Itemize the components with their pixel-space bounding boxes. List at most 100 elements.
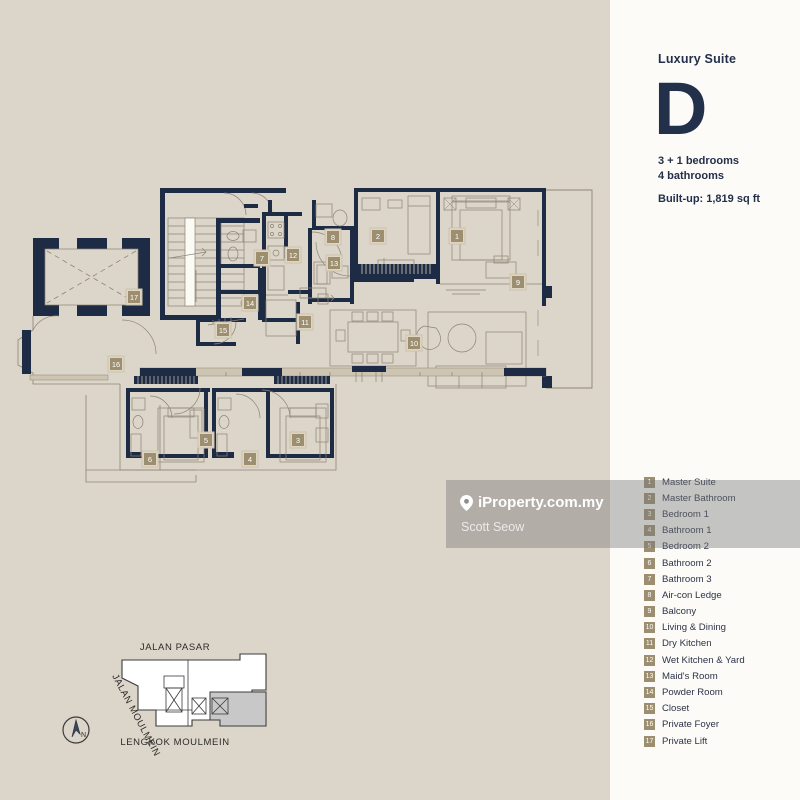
legend-label: Balcony [662, 606, 697, 618]
room-marker-number: 13 [330, 259, 338, 268]
room-marker: 16 [107, 355, 125, 373]
room-marker-number: 15 [219, 326, 227, 335]
watermark-agent: Scott Seow [461, 520, 525, 534]
room-marker: 10 [405, 334, 423, 352]
legend-item: 13 Maid's Room [644, 668, 794, 684]
room-bathroom-3 [216, 218, 260, 320]
bathrooms-text: 4 bathrooms [658, 170, 725, 182]
legend-item: 3 Bedroom 1 [644, 506, 794, 522]
street-label-bottom: LENGKOK MOULMEIN [120, 737, 229, 748]
legend-badge: 4 [644, 525, 655, 537]
legend-item: 16 Private Foyer [644, 717, 794, 733]
legend-label: Private Foyer [662, 719, 720, 731]
room-marker-number: 1 [455, 232, 459, 241]
room-marker-number: 12 [289, 251, 297, 260]
watermark-brand: iProperty.com.my [460, 494, 604, 511]
compass-label: N [81, 732, 86, 739]
room-powder-room [216, 268, 262, 320]
room-marker: 6 [141, 450, 159, 468]
legend-label: Master Bathroom [662, 492, 736, 504]
info-panel: Luxury Suite D 3 + 1 bedrooms 4 bathroom… [610, 0, 800, 800]
legend-badge: 6 [644, 557, 655, 569]
room-living-dining [329, 309, 527, 389]
legend-badge: 17 [644, 735, 655, 747]
room-private-foyer [17, 315, 157, 385]
site-key-map: JALAN PASAR LENGKOK MOULMEIN JALAN MOULM… [60, 630, 290, 760]
suite-specs: 3 + 1 bedrooms 4 bathrooms Built-up: 1,8… [658, 154, 760, 207]
legend-label: Air-con Ledge [662, 589, 722, 601]
room-marker-number: 16 [112, 360, 120, 369]
legend-badge: 12 [644, 654, 655, 666]
room-marker: 1 [448, 227, 466, 245]
legend-item: 8 Air-con Ledge [644, 587, 794, 603]
legend-badge: 2 [644, 492, 655, 504]
room-marker-number: 14 [246, 299, 254, 308]
room-marker: 17 [125, 288, 143, 306]
legend-label: Closet [662, 703, 690, 715]
room-marker: 13 [325, 254, 343, 272]
legend-item: 7 Bathroom 3 [644, 571, 794, 587]
room-bedroom-1 [261, 376, 334, 463]
legend-label: Dry Kitchen [662, 638, 712, 650]
room-marker: 4 [241, 450, 259, 468]
room-marker-number: 8 [331, 233, 335, 242]
suite-letter: D [654, 67, 708, 150]
builtup-text: Built-up: 1,819 sq ft [658, 193, 761, 205]
legend-badge: 14 [644, 687, 655, 699]
room-wet-kitchen-yard [262, 212, 308, 322]
legend-item: 2 Master Bathroom [644, 490, 794, 506]
room-marker: 7 [253, 249, 271, 267]
legend-label: Bedroom 1 [662, 508, 709, 520]
room-marker: 12 [284, 246, 302, 264]
room-marker: 2 [369, 227, 387, 245]
key-map-svg: JALAN PASAR LENGKOK MOULMEIN JALAN MOULM… [62, 642, 267, 758]
room-bedroom-2 [126, 376, 210, 463]
legend-badge: 3 [644, 508, 655, 520]
legend-label: Bathroom 3 [662, 573, 712, 585]
legend-badge: 16 [644, 719, 655, 731]
legend-badge: 13 [644, 670, 655, 682]
room-marker: 3 [289, 431, 307, 449]
room-marker-number: 3 [296, 436, 300, 445]
room-marker-number: 7 [260, 254, 264, 263]
legend-badge: 1 [644, 476, 655, 488]
legend-item: 10 Living & Dining [644, 620, 794, 636]
location-pin-icon [460, 494, 473, 511]
legend-badge: 7 [644, 573, 655, 585]
legend-badge: 15 [644, 703, 655, 715]
suite-label: Luxury Suite [658, 52, 737, 66]
legend-label: Private Lift [662, 735, 708, 747]
room-private-lift [33, 238, 150, 316]
watermark-brand-text: iProperty.com.my [478, 494, 604, 511]
room-marker-number: 4 [248, 455, 252, 464]
legend-item: 12 Wet Kitchen & Yard [644, 652, 794, 668]
room-marker-number: 17 [130, 293, 138, 302]
room-bathroom-2 [126, 395, 173, 458]
room-master-suite [436, 188, 546, 306]
highlighted-unit [209, 691, 267, 727]
room-marker: 14 [241, 294, 259, 312]
legend-badge: 8 [644, 589, 655, 601]
legend-item: 9 Balcony [644, 604, 794, 620]
legend-label: Living & Dining [662, 622, 726, 634]
room-marker-number: 9 [516, 278, 520, 287]
legend-label: Wet Kitchen & Yard [662, 654, 745, 666]
room-marker-number: 5 [204, 436, 208, 445]
room-marker-number: 11 [301, 318, 309, 327]
legend-badge: 10 [644, 622, 655, 634]
room-bathroom-1 [212, 388, 268, 458]
room-aircon-ledge-upper [312, 200, 356, 230]
room-marker: 15 [214, 321, 232, 339]
bedrooms-text: 3 + 1 bedrooms [658, 155, 740, 167]
legend-label: Maid's Room [662, 670, 718, 682]
legend-badge: 9 [644, 606, 655, 618]
